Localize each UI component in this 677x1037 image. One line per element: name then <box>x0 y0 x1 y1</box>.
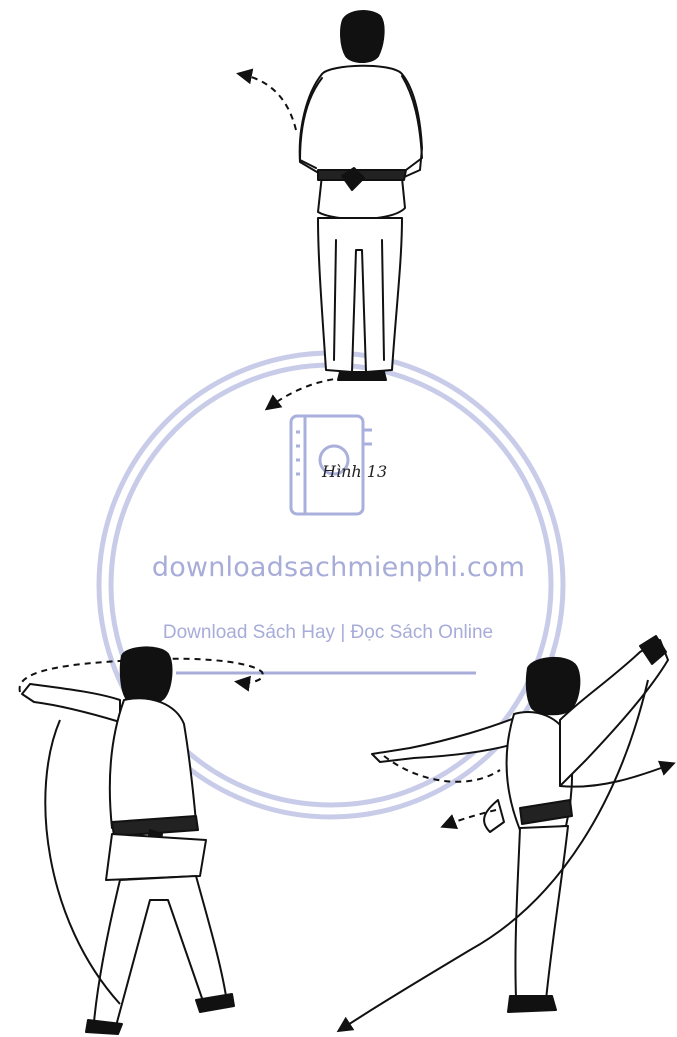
watermark-site: downloadsachmienphi.com <box>0 552 677 583</box>
jacket-skirt <box>106 834 206 880</box>
head <box>527 658 580 714</box>
extended-arm <box>22 684 120 722</box>
arm <box>372 716 520 762</box>
support-foot <box>508 996 556 1012</box>
figure-high-kick <box>372 636 668 1012</box>
watermark-tagline: Download Sách Hay | Đọc Sách Online <box>0 622 656 644</box>
belt-tail <box>484 800 504 832</box>
figure-standing <box>300 11 422 380</box>
figure-caption: Hình 13 <box>322 462 387 481</box>
head <box>121 647 172 704</box>
trousers <box>318 218 402 372</box>
figure-spinning-strike <box>22 647 234 1034</box>
jacket <box>300 66 422 219</box>
feet <box>338 372 386 380</box>
jacket <box>110 698 196 828</box>
head <box>341 11 384 62</box>
